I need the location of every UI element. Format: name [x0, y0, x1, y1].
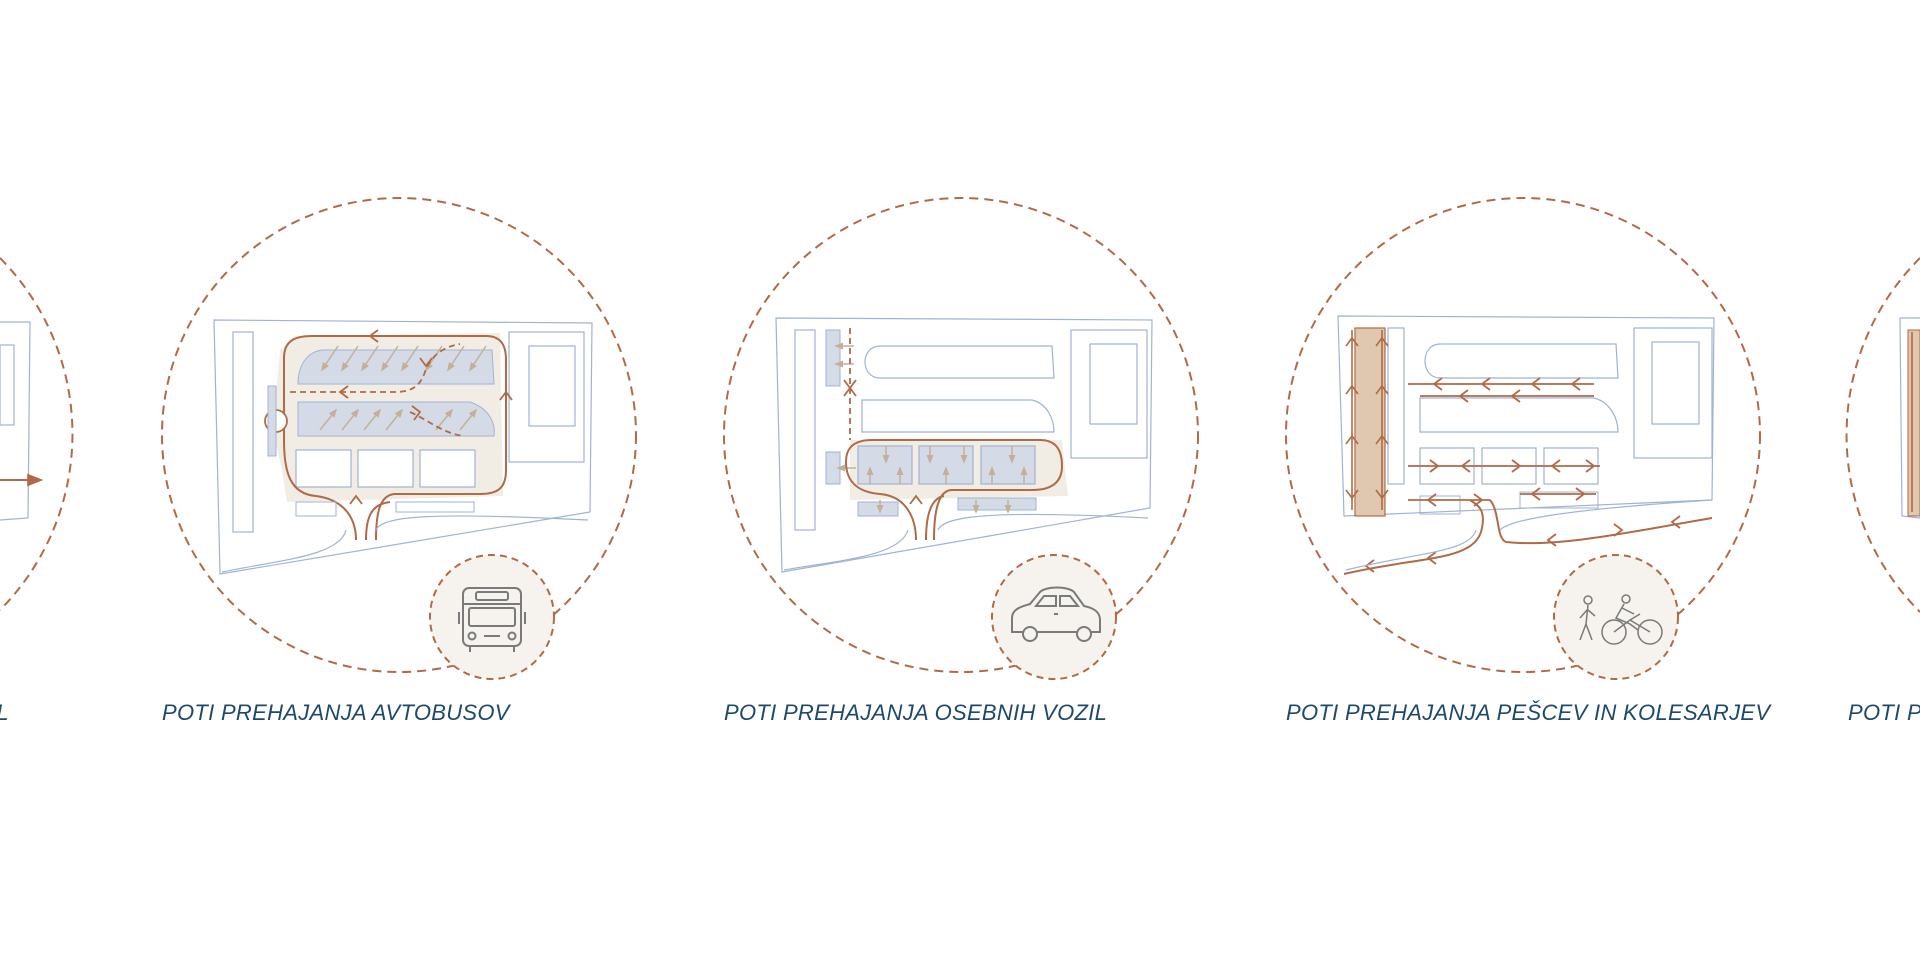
street-outline	[783, 513, 1149, 571]
building-outline	[1633, 327, 1713, 459]
site-outline	[213, 319, 593, 575]
bus-bay-outline	[864, 345, 1055, 379]
building-outline	[1070, 329, 1148, 459]
caption-bus-routes: POTI PREHAJANJA AVTOBUSOV	[162, 700, 510, 725]
building-outline	[1651, 341, 1700, 425]
site-outline	[775, 317, 1153, 573]
platform	[419, 449, 476, 488]
car-icon	[1011, 586, 1101, 642]
pedestrian-cyclist-routes-diagram	[1285, 197, 1761, 680]
car-routes-diagram	[723, 197, 1199, 680]
parking-lot	[857, 445, 913, 485]
bus-route-dashed	[290, 343, 461, 393]
building-outline	[232, 331, 254, 533]
caption-car-routes: POTI PREHAJANJA OSEBNIH VOZIL	[724, 700, 1108, 725]
bus-icon	[458, 587, 526, 652]
parking-lot	[980, 445, 1036, 485]
icon-circle	[991, 554, 1117, 680]
street-outline	[1345, 499, 1713, 571]
bus-routes-diagram	[161, 197, 637, 680]
pedestrian-strip	[1354, 327, 1386, 517]
boundary-circle	[161, 197, 637, 673]
pedestrian-cyclist-icon	[1579, 594, 1663, 645]
car-route	[844, 439, 1064, 541]
partial-right-diagram	[1845, 257, 1920, 613]
bus-bay-outline	[1419, 397, 1619, 433]
building-outline	[0, 344, 15, 426]
boundary-circle	[0, 257, 74, 611]
caption-partial-right: POTI P	[1848, 700, 1920, 725]
bus-bay-outline	[1424, 343, 1619, 379]
building-outline	[528, 345, 576, 427]
building-outline	[1089, 343, 1138, 425]
building-outline	[794, 329, 816, 531]
building-outline	[508, 331, 585, 463]
cycle-path	[1489, 499, 1713, 545]
bus-bay	[297, 401, 495, 437]
bus-stop-shelter	[267, 385, 277, 457]
boundary-circle	[723, 197, 1199, 673]
cycle-path	[1343, 499, 1484, 575]
bus-bay	[297, 349, 495, 385]
bus-bay-outline	[861, 399, 1055, 433]
partial-left-diagram	[0, 257, 74, 611]
building-outline	[1387, 327, 1405, 485]
street-outline	[221, 515, 589, 573]
caption-pedestrian-cyclist-routes: POTI PREHAJANJA PEŠCEV IN KOLESARJEV	[1286, 700, 1771, 725]
boundary-circle	[1285, 197, 1761, 673]
bus-route	[283, 335, 507, 541]
site-outline	[0, 321, 31, 521]
platform	[357, 449, 414, 488]
icon-circle	[429, 554, 555, 680]
site-outline	[1337, 315, 1715, 517]
caption-partial-left: IL	[0, 700, 9, 726]
site-outline	[1899, 317, 1920, 519]
boundary-circle	[1845, 257, 1920, 613]
platform	[295, 449, 352, 488]
